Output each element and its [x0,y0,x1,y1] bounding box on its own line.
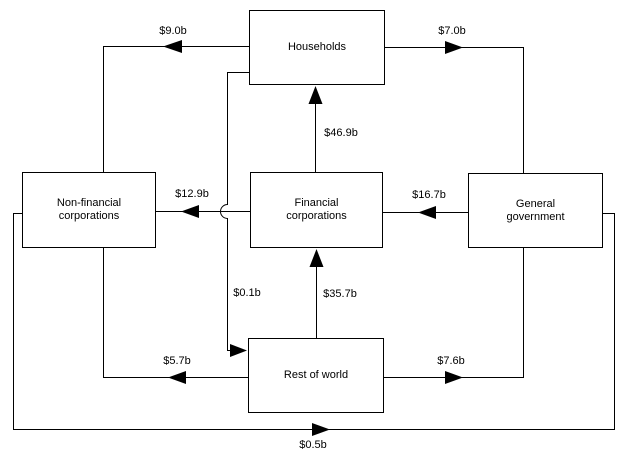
flow-amount-households-to-government: $7.0b [438,25,466,37]
flow-line-households-to-government [385,41,524,173]
left-arrowhead-icon [168,371,186,384]
node-non-financial-corporations-label: Non-financial corporations [56,197,122,222]
node-non-financial-corporations: Non-financial corporations [22,172,156,248]
right-arrowhead-icon [312,423,330,436]
node-financial-corporations: Financial corporations [250,172,383,248]
node-rest-of-world-label: Rest of world [283,369,349,381]
flow-line-restofworld-to-financial [309,249,324,338]
node-general-government: General government [468,173,603,248]
flow-line-government-to-financial [383,206,468,219]
flow-amount-financial-to-nfc: $12.9b [175,188,209,200]
flow-amount-nfc-to-government: $0.5b [299,439,327,451]
flow-amount-government-to-financial: $16.7b [412,189,446,201]
flow-line-households-to-nfc [103,40,249,172]
right-arrowhead-icon [230,344,247,357]
node-rest-of-world: Rest of world [248,338,384,413]
flow-amount-households-to-restofworld: $0.1b [233,287,261,299]
node-households: Households [249,10,385,85]
left-arrowhead-icon [163,40,182,53]
flow-line-financial-to-households [308,86,323,172]
flow-line-households-to-restofworld [220,72,249,357]
up-arrowhead-icon [308,86,323,104]
right-arrowhead-icon [445,371,463,384]
flow-amount-households-to-nfc: $9.0b [159,25,187,37]
flow-line-nfc-to-government [13,213,615,436]
flow-amount-restofworld-to-nfc: $5.7b [163,355,191,367]
right-arrowhead-icon [445,41,463,54]
left-arrowhead-icon [181,205,199,218]
flow-line-financial-to-nfc [156,205,250,218]
flow-amount-restofworld-to-government: $7.6b [437,355,465,367]
up-arrowhead-icon [309,249,324,267]
node-households-label: Households [287,41,347,53]
node-financial-corporations-label: Financial corporations [286,197,347,222]
flow-amount-financial-to-households: $46.9b [324,127,358,139]
flow-line-restofworld-to-nfc [103,248,248,384]
flow-amount-restofworld-to-financial: $35.7b [323,288,357,300]
node-general-government-label: General government [506,197,565,223]
flow-line-restofworld-to-government [384,248,524,384]
left-arrowhead-icon [418,206,436,219]
